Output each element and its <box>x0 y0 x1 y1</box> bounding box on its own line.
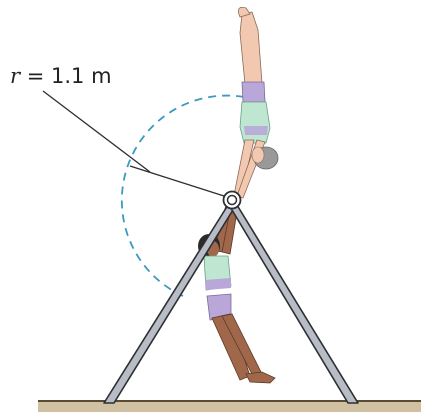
radius-label: r = 1.1 m <box>10 66 112 87</box>
gymnast-hanging-icon <box>198 203 276 384</box>
circular-path <box>120 94 245 297</box>
floor <box>38 400 421 412</box>
radius-variable: r <box>10 64 21 88</box>
gymnast-handstand-icon <box>233 6 279 199</box>
radius-indicator <box>42 90 225 197</box>
pivot-bar <box>222 190 242 210</box>
radius-value: = 1.1 m <box>20 64 112 88</box>
